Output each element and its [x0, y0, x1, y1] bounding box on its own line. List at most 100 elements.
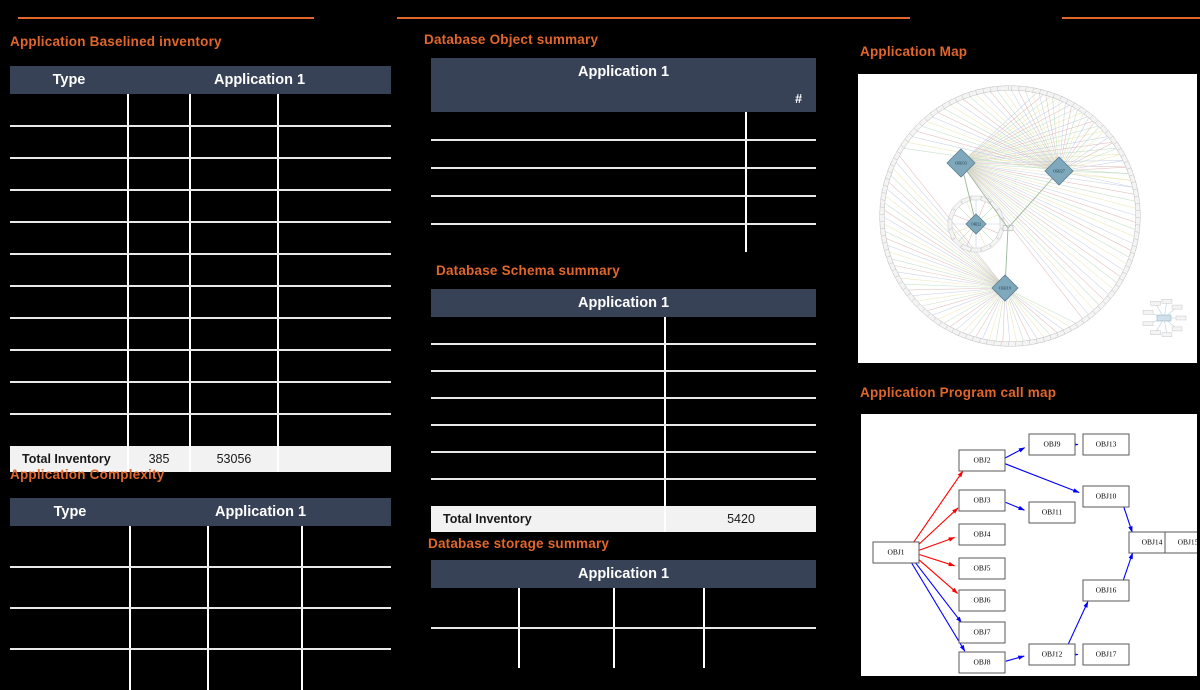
call-node: OBJ13 — [1083, 434, 1129, 455]
table-cell — [431, 479, 665, 506]
svg-text:OBJ33: OBJ33 — [955, 161, 967, 166]
total-inventory-row: Total Inventory 5420 — [431, 506, 816, 532]
table-row — [10, 608, 391, 649]
table-cell — [128, 382, 190, 414]
table-cell — [431, 452, 665, 479]
table-cell — [128, 190, 190, 222]
total-inventory-value-2: 53056 — [190, 446, 278, 472]
column-header-type: Type — [10, 498, 130, 526]
total-inventory-value: 5420 — [665, 506, 816, 532]
table-cell — [278, 158, 391, 190]
table-cell — [130, 649, 208, 690]
subcolumn-header-name — [431, 86, 746, 112]
svg-text:OBJ27: OBJ27 — [1053, 169, 1065, 174]
table-cell — [431, 317, 665, 344]
table-cell — [130, 567, 208, 608]
table-cell — [665, 425, 816, 452]
table-cell — [128, 318, 190, 350]
table-cell — [128, 222, 190, 254]
table-cell — [10, 158, 128, 190]
table-cell — [10, 526, 130, 567]
table-row — [10, 649, 391, 690]
table-cell — [128, 158, 190, 190]
section-title-baselined-inventory: Application Baselined inventory — [10, 34, 222, 49]
table-row — [10, 190, 391, 222]
table-cell — [278, 382, 391, 414]
table-header-row: Application 1 — [431, 560, 816, 588]
table-cell — [665, 479, 816, 506]
table-cell — [190, 222, 278, 254]
table-row — [10, 254, 391, 286]
call-edge — [920, 555, 955, 566]
call-edge — [1123, 553, 1133, 582]
program-call-map-graph[interactable]: OBJ1OBJ2OBJ3OBJ4OBJ5OBJ6OBJ7OBJ8OBJ9OBJ1… — [861, 414, 1197, 676]
table-cell — [278, 94, 391, 126]
svg-text:OBJ1: OBJ1 — [887, 548, 904, 557]
table-cell — [746, 112, 816, 140]
table-cell — [190, 414, 278, 446]
call-node: OBJ15 — [1165, 532, 1197, 553]
call-edge — [917, 558, 958, 593]
table-cell — [10, 254, 128, 286]
table-cell — [128, 94, 190, 126]
table-cell — [278, 318, 391, 350]
table-cell — [278, 126, 391, 158]
table-cell — [190, 190, 278, 222]
table-cell — [10, 222, 128, 254]
table-row — [10, 414, 391, 446]
call-node: OBJ9 — [1029, 434, 1075, 455]
table-row — [10, 382, 391, 414]
call-node: OBJ3 — [959, 490, 1005, 511]
column-header-application-1: Application 1 — [431, 58, 816, 86]
table-body — [10, 526, 391, 690]
table-cell — [746, 168, 816, 196]
table-cell — [431, 344, 665, 371]
table-database-schema-summary: Application 1 Total Inventory 5420 — [431, 289, 816, 532]
top-divider-left — [18, 17, 314, 19]
table-body — [10, 94, 391, 446]
table-row — [431, 344, 816, 371]
call-node: OBJ1 — [873, 542, 919, 563]
table-row — [10, 222, 391, 254]
table-cell — [128, 254, 190, 286]
svg-text:OBJ5: OBJ5 — [973, 564, 990, 573]
call-node: OBJ6 — [959, 590, 1005, 611]
table-row — [10, 286, 391, 318]
table-row — [431, 371, 816, 398]
table-cell — [302, 649, 391, 690]
table-row — [10, 350, 391, 382]
svg-text:OBJ22: OBJ22 — [971, 223, 981, 227]
table-cell — [431, 425, 665, 452]
table-cell — [10, 94, 128, 126]
svg-text:OBJ10: OBJ10 — [1096, 492, 1117, 501]
table-cell — [614, 628, 704, 668]
table-cell — [665, 344, 816, 371]
table-row — [431, 168, 816, 196]
table-cell — [278, 190, 391, 222]
table-cell — [128, 286, 190, 318]
column-header-type: Type — [10, 66, 128, 94]
table-cell — [10, 126, 128, 158]
table-cell — [431, 112, 746, 140]
table-cell — [302, 608, 391, 649]
svg-text:OBJ13: OBJ13 — [1096, 440, 1117, 449]
top-divider-right — [1062, 17, 1200, 19]
table-cell — [278, 286, 391, 318]
table-row — [431, 140, 816, 168]
call-edge — [1005, 464, 1079, 493]
call-edge — [914, 560, 962, 622]
table-body — [431, 317, 816, 506]
table-cell — [190, 286, 278, 318]
table-cell — [128, 126, 190, 158]
table-cell — [208, 567, 302, 608]
svg-text:OBJ14: OBJ14 — [1142, 538, 1163, 547]
svg-text:OBJ4: OBJ4 — [973, 530, 990, 539]
table-cell — [130, 608, 208, 649]
table-cell — [519, 588, 614, 628]
table-cell — [190, 382, 278, 414]
table-row — [431, 317, 816, 344]
table-header-row: Application 1 — [431, 58, 816, 86]
